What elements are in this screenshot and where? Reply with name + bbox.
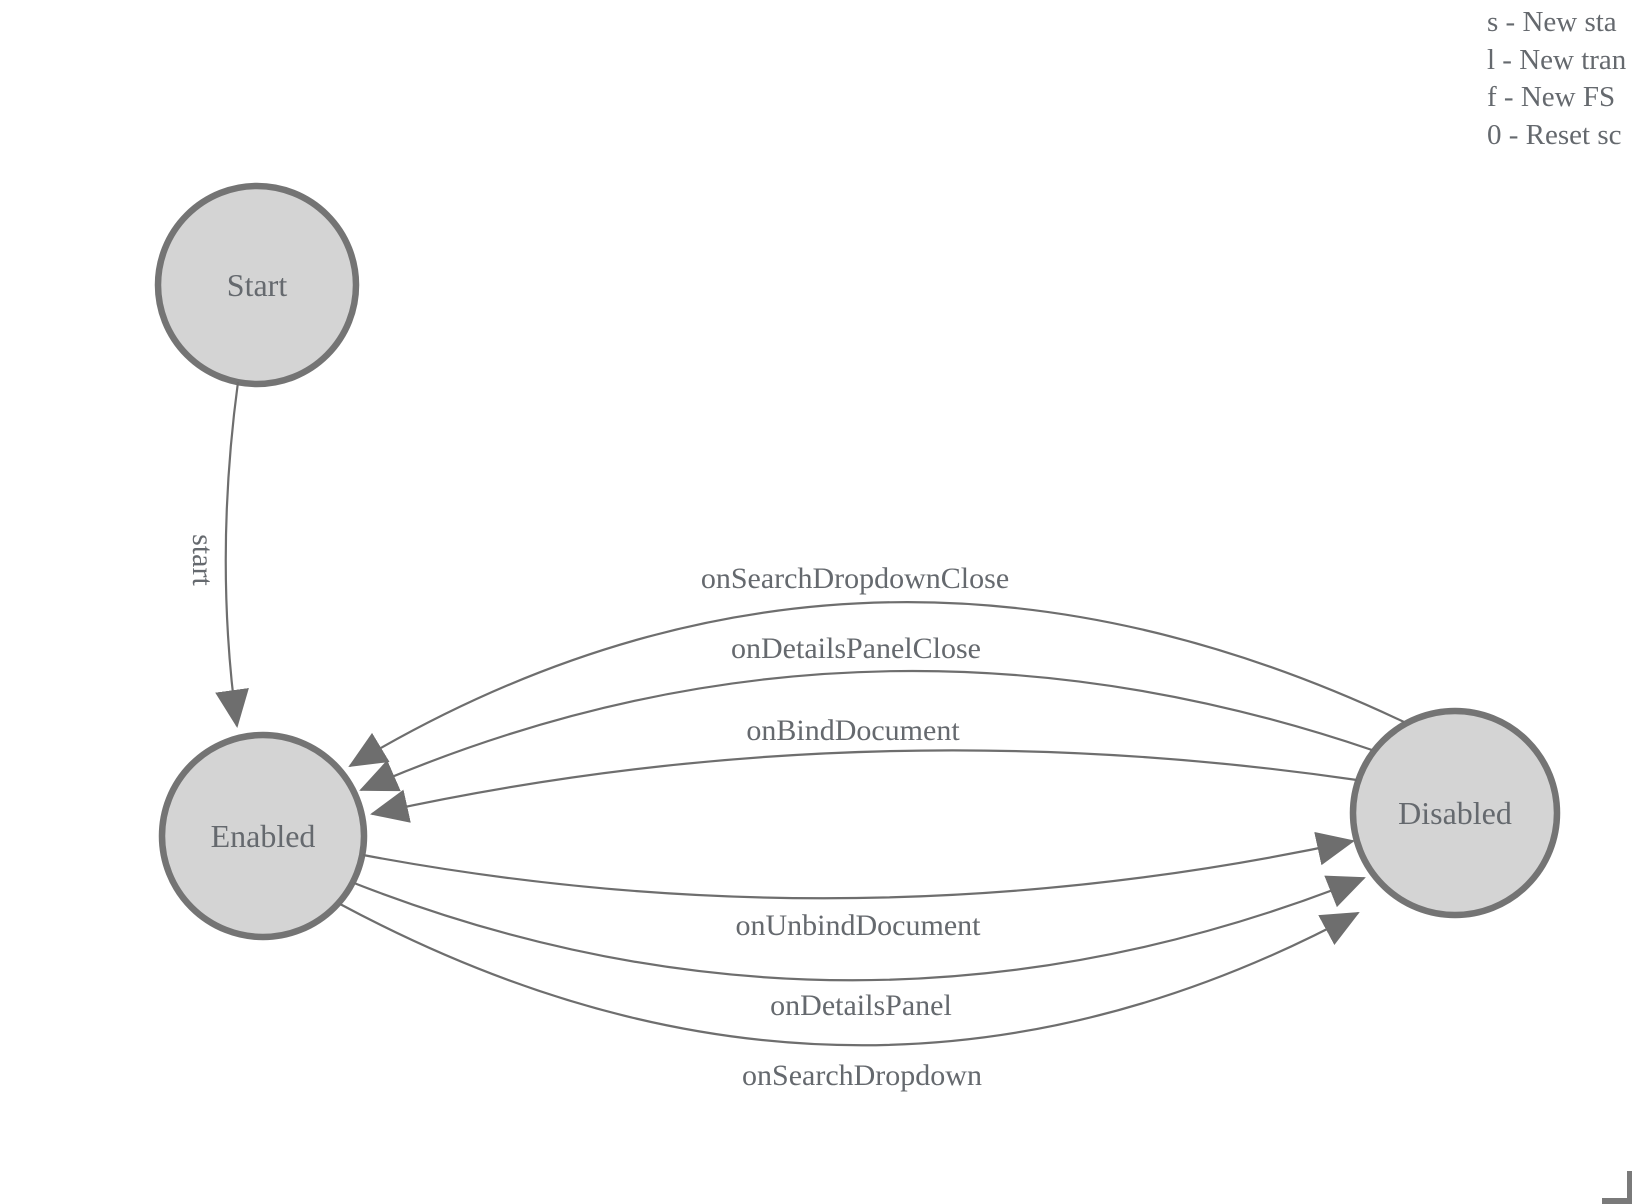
state-node-start[interactable]: [154, 182, 360, 388]
legend-line-new-state: s - New sta: [1487, 6, 1617, 38]
edge-disabled-to-enabled-1[interactable]: [348, 601, 1405, 768]
edge-label-enabled-to-disabled-3[interactable]: onSearchDropdown: [742, 1059, 982, 1092]
legend-line-new-transition: l - New tran: [1487, 43, 1627, 76]
shortcut-legend: s - New sta l - New tran f - New FS 0 - …: [1487, 4, 1626, 154]
edge-label-disabled-to-enabled-3[interactable]: onBindDocument: [746, 714, 960, 747]
edge-label-enabled-to-disabled-2[interactable]: onDetailsPanel: [770, 989, 952, 1022]
edge-enabled-to-disabled-3[interactable]: [339, 903, 1360, 1047]
state-node-disabled[interactable]: [1349, 707, 1561, 919]
edge-enabled-to-disabled-2[interactable]: [353, 875, 1366, 982]
state-label-start: Start: [227, 267, 288, 303]
partial-element-corner-horizontal: [1602, 1198, 1632, 1204]
edge-disabled-to-enabled-2[interactable]: [359, 669, 1373, 792]
edge-start-to-enabled[interactable]: [215, 381, 249, 728]
edge-enabled-to-disabled-1[interactable]: [362, 831, 1355, 900]
edge-label-disabled-to-enabled-1[interactable]: onSearchDropdownClose: [701, 562, 1009, 595]
legend-line-reset: 0 - Reset sc: [1487, 118, 1622, 151]
edge-label-enabled-to-disabled-1[interactable]: onUnbindDocument: [736, 909, 982, 942]
legend-line-new-fsm: f - New FS: [1487, 81, 1616, 113]
state-label-disabled: Disabled: [1398, 795, 1512, 831]
state-label-enabled: Enabled: [211, 818, 316, 854]
edge-label-start-to-enabled[interactable]: start: [186, 534, 219, 586]
partial-element-corner-vertical: [1627, 1171, 1632, 1204]
edge-disabled-to-enabled-3[interactable]: [370, 749, 1358, 823]
edge-label-disabled-to-enabled-2[interactable]: onDetailsPanelClose: [731, 632, 981, 665]
state-node-enabled[interactable]: [158, 731, 368, 941]
